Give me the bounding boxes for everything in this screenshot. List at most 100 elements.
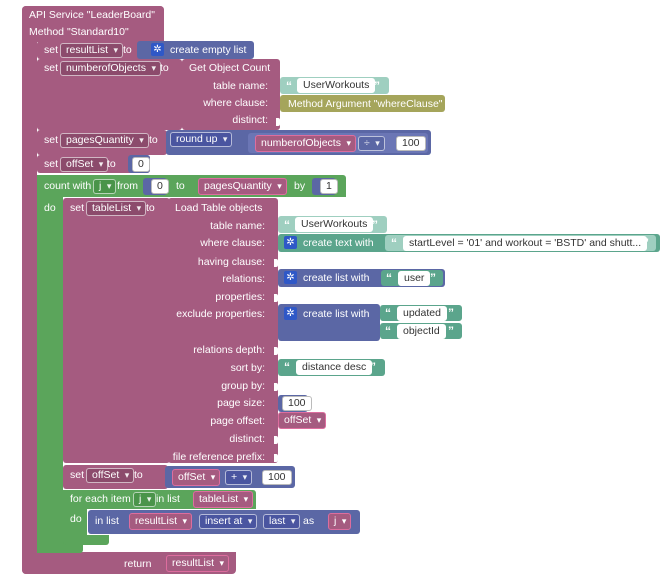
to-label: to	[146, 202, 155, 214]
resultlist-variable[interactable]: resultList	[166, 555, 230, 572]
return-label: return	[124, 558, 152, 570]
relations-label: relations:	[222, 273, 265, 285]
where-clause-label: where clause:	[200, 237, 265, 249]
tablelist-variable-dropdown[interactable]: tableList	[86, 201, 147, 216]
get-object-count-block[interactable]	[182, 59, 280, 130]
offset-variable-dropdown[interactable]: offSet	[86, 468, 135, 483]
relations-depth-label: relations depth:	[193, 344, 265, 356]
file-reference-prefix-label: file reference prefix:	[172, 451, 265, 463]
numberofobjects-variable-dropdown[interactable]: numberofObjects	[60, 61, 161, 76]
create-empty-list-block[interactable]	[137, 41, 254, 59]
quote-close-icon: ”	[448, 306, 454, 320]
gear-icon[interactable]: ✲	[284, 236, 297, 249]
insert-mode-dropdown[interactable]: insert at	[199, 514, 258, 529]
quote-open-icon: “	[284, 360, 290, 374]
properties-label: properties:	[215, 291, 265, 303]
gear-icon[interactable]: ✲	[284, 307, 297, 320]
sort-by-label: sort by:	[230, 362, 265, 374]
from-label: from	[117, 180, 138, 192]
to-label: to	[149, 134, 158, 146]
to-label: to	[160, 62, 169, 74]
quote-open-icon: “	[284, 218, 290, 232]
service-title: API Service "LeaderBoard"	[29, 9, 155, 21]
quote-open-icon: “	[385, 306, 391, 320]
create-list-label: create list with	[303, 308, 370, 320]
j-variable[interactable]: j	[328, 513, 352, 530]
numberofobjects-variable[interactable]: numberofObjects	[255, 135, 356, 152]
exclude-item-objectid[interactable]: objectId	[397, 324, 446, 339]
to-label: to	[107, 158, 116, 170]
gear-icon[interactable]: ✲	[151, 43, 164, 56]
set-label: set	[70, 202, 85, 214]
as-label: as	[303, 515, 315, 527]
to-label: to	[123, 44, 132, 56]
in-list-label: in list	[156, 493, 180, 505]
loop-variable-dropdown[interactable]: j	[93, 179, 117, 194]
quote-close-icon: ”	[374, 79, 380, 93]
where-clause-label: where clause:	[203, 97, 268, 109]
from-field[interactable]: 0	[151, 179, 169, 194]
set-label: set	[44, 158, 59, 170]
to-label: to	[176, 180, 185, 192]
relation-item-field[interactable]: user	[398, 271, 431, 286]
divisor-field[interactable]: 100	[396, 136, 426, 151]
create-list-label: create list with	[303, 272, 370, 284]
exclude-item-updated[interactable]: updated	[397, 306, 447, 321]
load-table-objects-block[interactable]	[168, 198, 278, 463]
divide-operator-dropdown[interactable]: ÷	[358, 136, 385, 151]
resultlist-variable[interactable]: resultList	[129, 513, 193, 530]
table-name-field[interactable]: UserWorkouts	[295, 217, 374, 232]
foreach-variable-dropdown[interactable]: j	[133, 492, 157, 507]
offset-variable[interactable]: offSet	[172, 469, 221, 486]
offset-variable[interactable]: offSet	[278, 412, 327, 429]
pagesquantity-variable-dropdown[interactable]: pagesQuantity	[60, 133, 149, 148]
create-empty-list-label: create empty list	[170, 44, 247, 56]
quote-close-icon: ”	[643, 236, 649, 250]
create-text-label: create text with	[303, 237, 374, 249]
load-table-objects-label: Load Table objects	[175, 202, 263, 214]
quote-close-icon: ”	[372, 218, 378, 232]
quote-open-icon: “	[391, 236, 397, 250]
quote-open-icon: “	[286, 79, 292, 93]
sort-by-field[interactable]: distance desc	[296, 360, 373, 375]
having-clause-label: having clause:	[197, 256, 265, 268]
do-label: do	[70, 513, 82, 525]
tablelist-variable[interactable]: tableList	[193, 491, 254, 508]
distinct-label: distinct:	[232, 114, 268, 126]
exclude-properties-label: exclude properties:	[176, 308, 265, 320]
do-label: do	[44, 202, 56, 214]
count-with-label: count with	[44, 180, 92, 192]
to-label: to	[134, 469, 143, 481]
offset-variable-dropdown[interactable]: offSet	[60, 157, 109, 172]
by-field[interactable]: 1	[320, 179, 338, 194]
page-offset-label: page offset:	[210, 415, 265, 427]
by-label: by	[294, 180, 306, 192]
get-object-count-label: Get Object Count	[189, 62, 271, 74]
add-operator-dropdown[interactable]: +	[225, 470, 253, 485]
round-mode-dropdown[interactable]: round up	[170, 132, 233, 147]
table-name-field[interactable]: UserWorkouts	[297, 78, 376, 93]
offset-initial-field[interactable]: 0	[132, 157, 150, 172]
quote-open-icon: “	[386, 271, 392, 285]
table-name-label: table name:	[213, 80, 268, 92]
distinct-label: distinct:	[229, 433, 265, 445]
method-title: Method "Standard10"	[29, 26, 129, 38]
method-argument-block[interactable]	[280, 95, 445, 112]
pagesquantity-variable[interactable]: pagesQuantity	[198, 178, 287, 195]
where-text-field[interactable]: startLevel = '01' and workout = 'BSTD' a…	[403, 236, 648, 251]
set-label: set	[44, 62, 59, 74]
page-size-field[interactable]: 100	[282, 396, 312, 411]
group-by-label: group by:	[221, 380, 265, 392]
resultlist-variable-dropdown[interactable]: resultList	[60, 43, 124, 58]
table-name-label: table name:	[210, 220, 265, 232]
page-size-label: page size:	[217, 397, 265, 409]
set-label: set	[44, 134, 59, 146]
set-tablelist-block[interactable]	[63, 198, 170, 463]
gear-icon[interactable]: ✲	[284, 271, 297, 284]
quote-close-icon: ”	[370, 360, 376, 374]
for-each-label: for each item	[70, 493, 131, 505]
insert-position-dropdown[interactable]: last	[263, 514, 301, 529]
set-label: set	[44, 44, 59, 56]
increment-field[interactable]: 100	[262, 470, 292, 485]
